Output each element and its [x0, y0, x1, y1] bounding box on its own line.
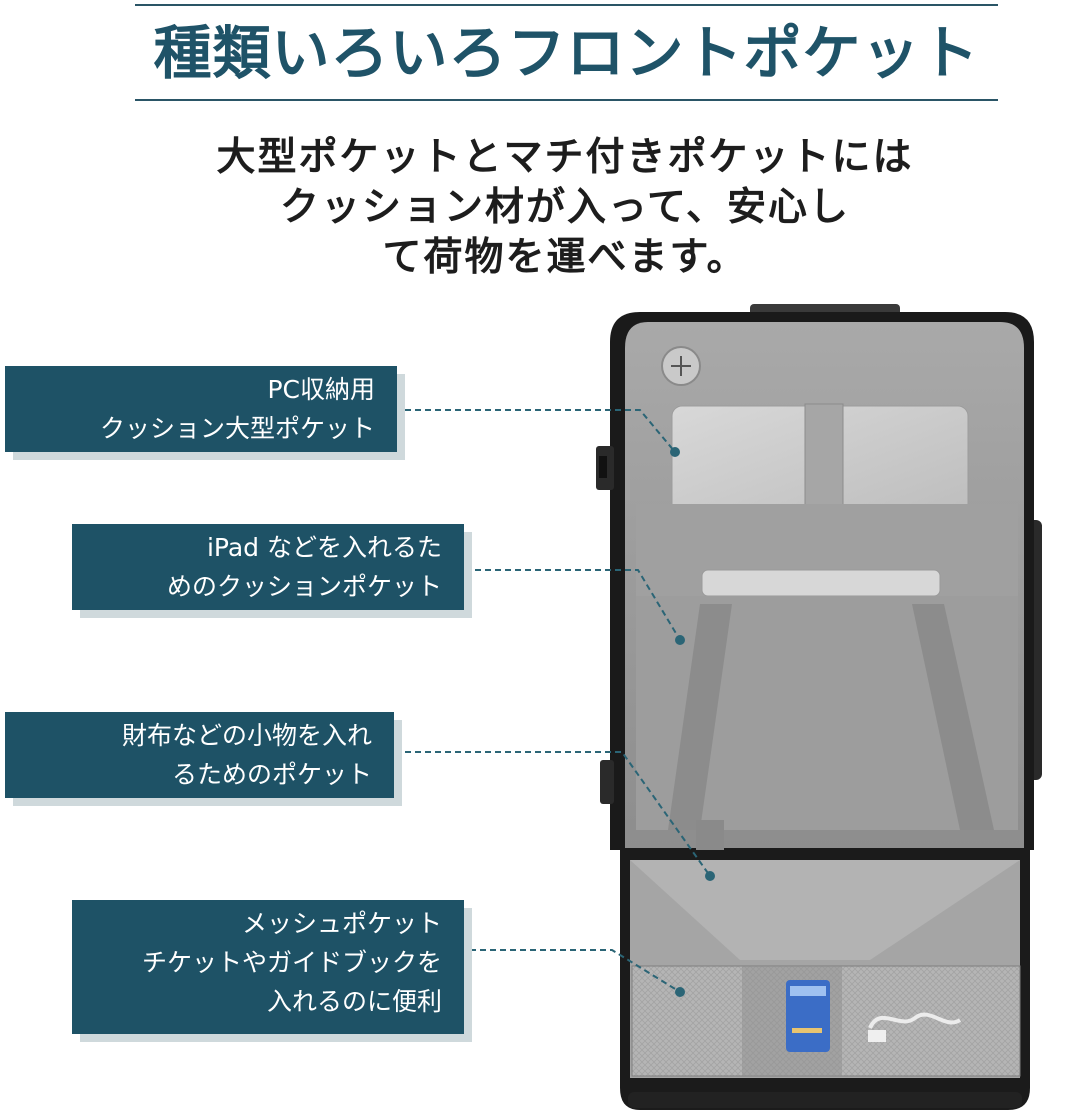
- subtitle-line-1: 大型ポケットとマチ付きポケットには: [216, 135, 914, 180]
- callout-ipad-line-2: めのクッションポケット: [166, 572, 442, 601]
- leader-dot-pc: [670, 447, 680, 457]
- side-port: [600, 760, 614, 804]
- leader-lines: [395, 409, 711, 993]
- callout-pc-line-2: クッション大型ポケット: [99, 414, 375, 443]
- bottom-rim: [628, 1092, 1022, 1108]
- left-latch-slot: [599, 456, 607, 478]
- callout-wallet-line-2: るためのポケット: [171, 760, 372, 789]
- tablet: [701, 569, 941, 597]
- callout-mesh-line-3: 入れるのに便利: [266, 987, 442, 1016]
- callout-pc-line-1: PC収納用: [267, 375, 375, 404]
- title-bottom-rule: [135, 99, 998, 101]
- leader-dot-mesh: [675, 987, 685, 997]
- page-title: 種類いろいろフロントポケット: [153, 19, 980, 87]
- callout-ipad-line-1: iPad などを入れるた: [206, 533, 442, 562]
- middle-pocket: [636, 596, 1018, 830]
- callout-pc-pocket: PC収納用 クッション大型ポケット: [5, 366, 397, 452]
- subtitle-line-3: て荷物を運べます。: [382, 235, 748, 280]
- callout-wallet-line-1: 財布などの小物を入れ: [121, 721, 372, 750]
- callout-mesh-line-2: チケットやガイドブックを: [141, 948, 442, 977]
- subtitle-line-2: クッション材が入って、安心し: [279, 185, 851, 230]
- card-icon: [786, 980, 830, 1052]
- cable-icon: [868, 1012, 962, 1029]
- title-top-rule: [135, 4, 998, 6]
- callout-mesh-pocket: メッシュポケット チケットやガイドブックを 入れるのに便利: [72, 900, 464, 1034]
- leader-dot-wallet: [705, 871, 715, 881]
- callout-mesh-line-1: メッシュポケット: [241, 909, 442, 938]
- callout-wallet-pocket: 財布などの小物を入れ るためのポケット: [5, 712, 394, 798]
- callout-ipad-pocket: iPad などを入れるた めのクッションポケット: [72, 524, 464, 610]
- leader-dot-ipad: [675, 635, 685, 645]
